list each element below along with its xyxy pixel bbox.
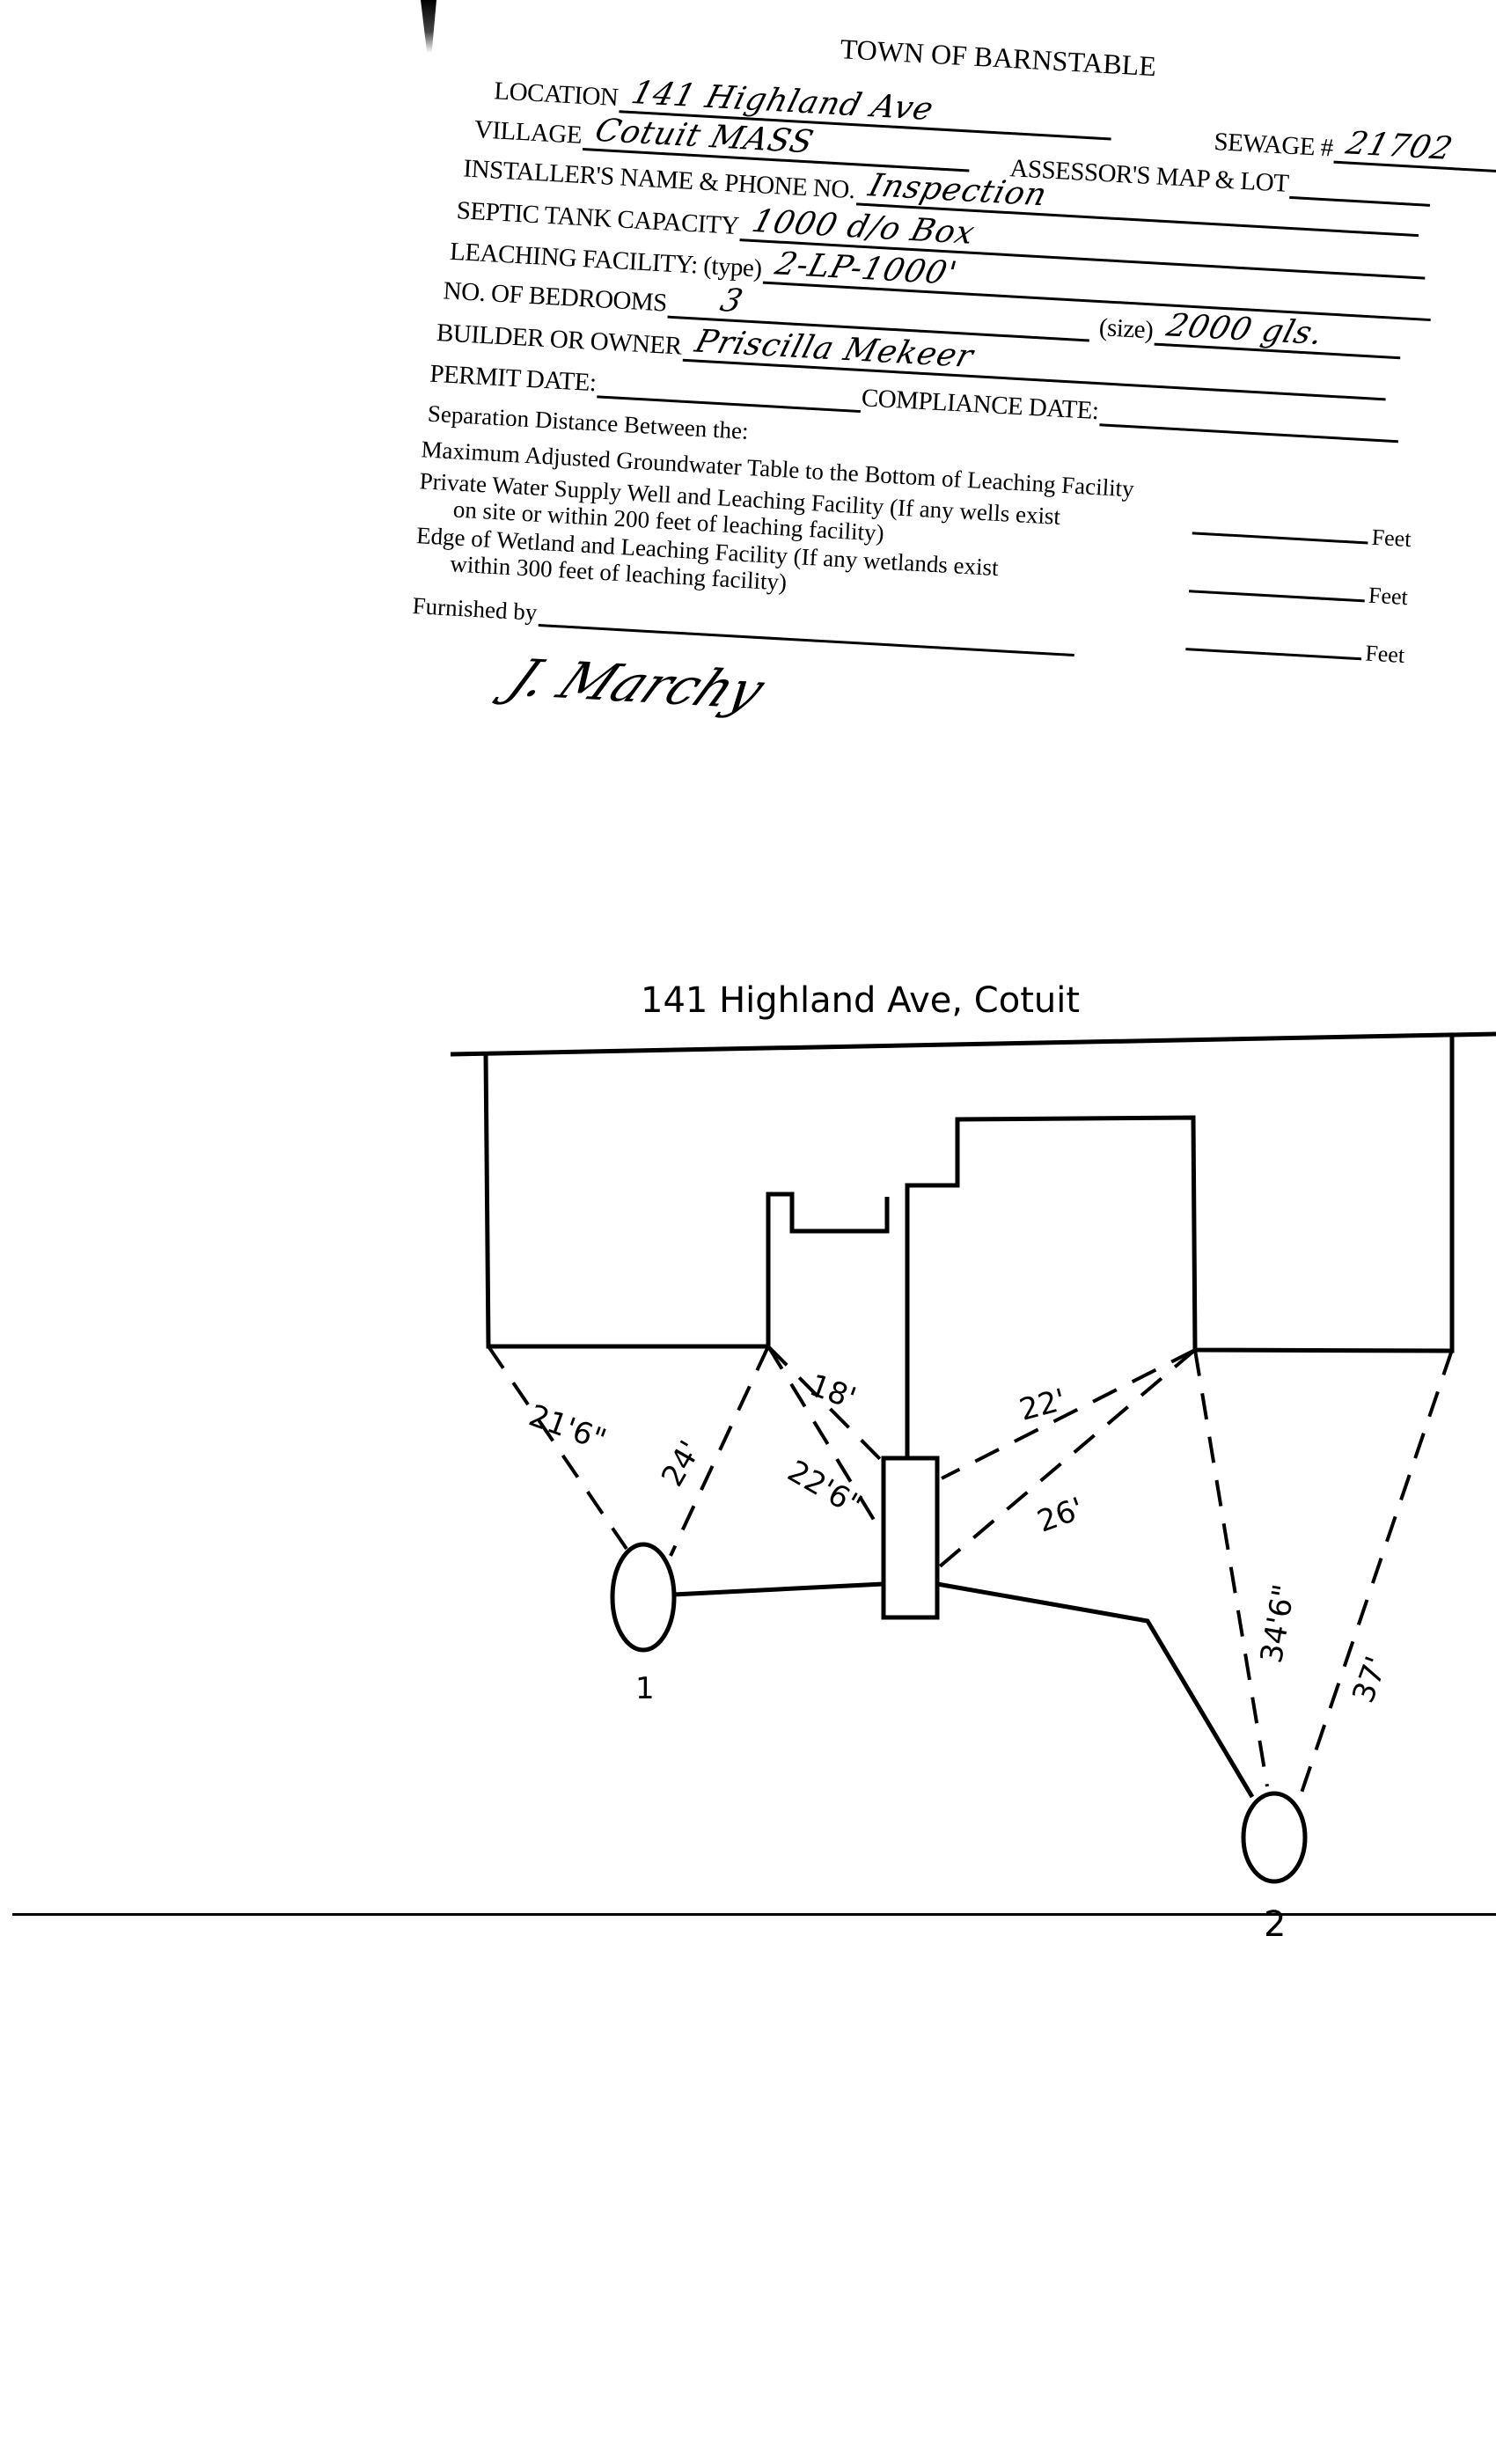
house-left-outline xyxy=(766,1192,890,1346)
dim-line xyxy=(941,1348,1196,1480)
dim-label: 34'6" xyxy=(1254,1581,1302,1665)
well-2 xyxy=(1241,1791,1308,1884)
dim-line xyxy=(1299,1349,1454,1796)
street-line xyxy=(450,1031,1496,1057)
dim-line xyxy=(938,1348,1197,1568)
septic-tank xyxy=(881,1456,940,1620)
dim-label: 22'6" xyxy=(781,1454,868,1524)
dim-line xyxy=(766,1345,885,1537)
pipe-well1-tank xyxy=(672,1581,884,1597)
dim-label: 18' xyxy=(805,1368,861,1417)
dim-line xyxy=(766,1345,885,1464)
dim-label: 24' xyxy=(655,1435,708,1493)
well-number-2: 2 xyxy=(1264,1904,1286,1945)
dim-label: 22' xyxy=(1016,1382,1069,1428)
pipe-tank-well2 xyxy=(936,1581,1255,1799)
well-1 xyxy=(610,1542,677,1653)
dim-label: 37' xyxy=(1346,1652,1395,1707)
dim-label: 26' xyxy=(1033,1491,1089,1540)
house-right-outline xyxy=(905,1034,1455,1458)
dim-line xyxy=(669,1346,770,1557)
dim-label: 21'6" xyxy=(524,1398,611,1458)
page-divider xyxy=(12,1913,1496,1916)
dim-line xyxy=(1193,1349,1269,1787)
street-label: 141 Highland Ave, Cotuit xyxy=(641,980,1080,1021)
well-number-1: 1 xyxy=(635,1671,655,1706)
lot-left-boundary xyxy=(483,1053,768,1349)
dim-line xyxy=(487,1345,628,1551)
